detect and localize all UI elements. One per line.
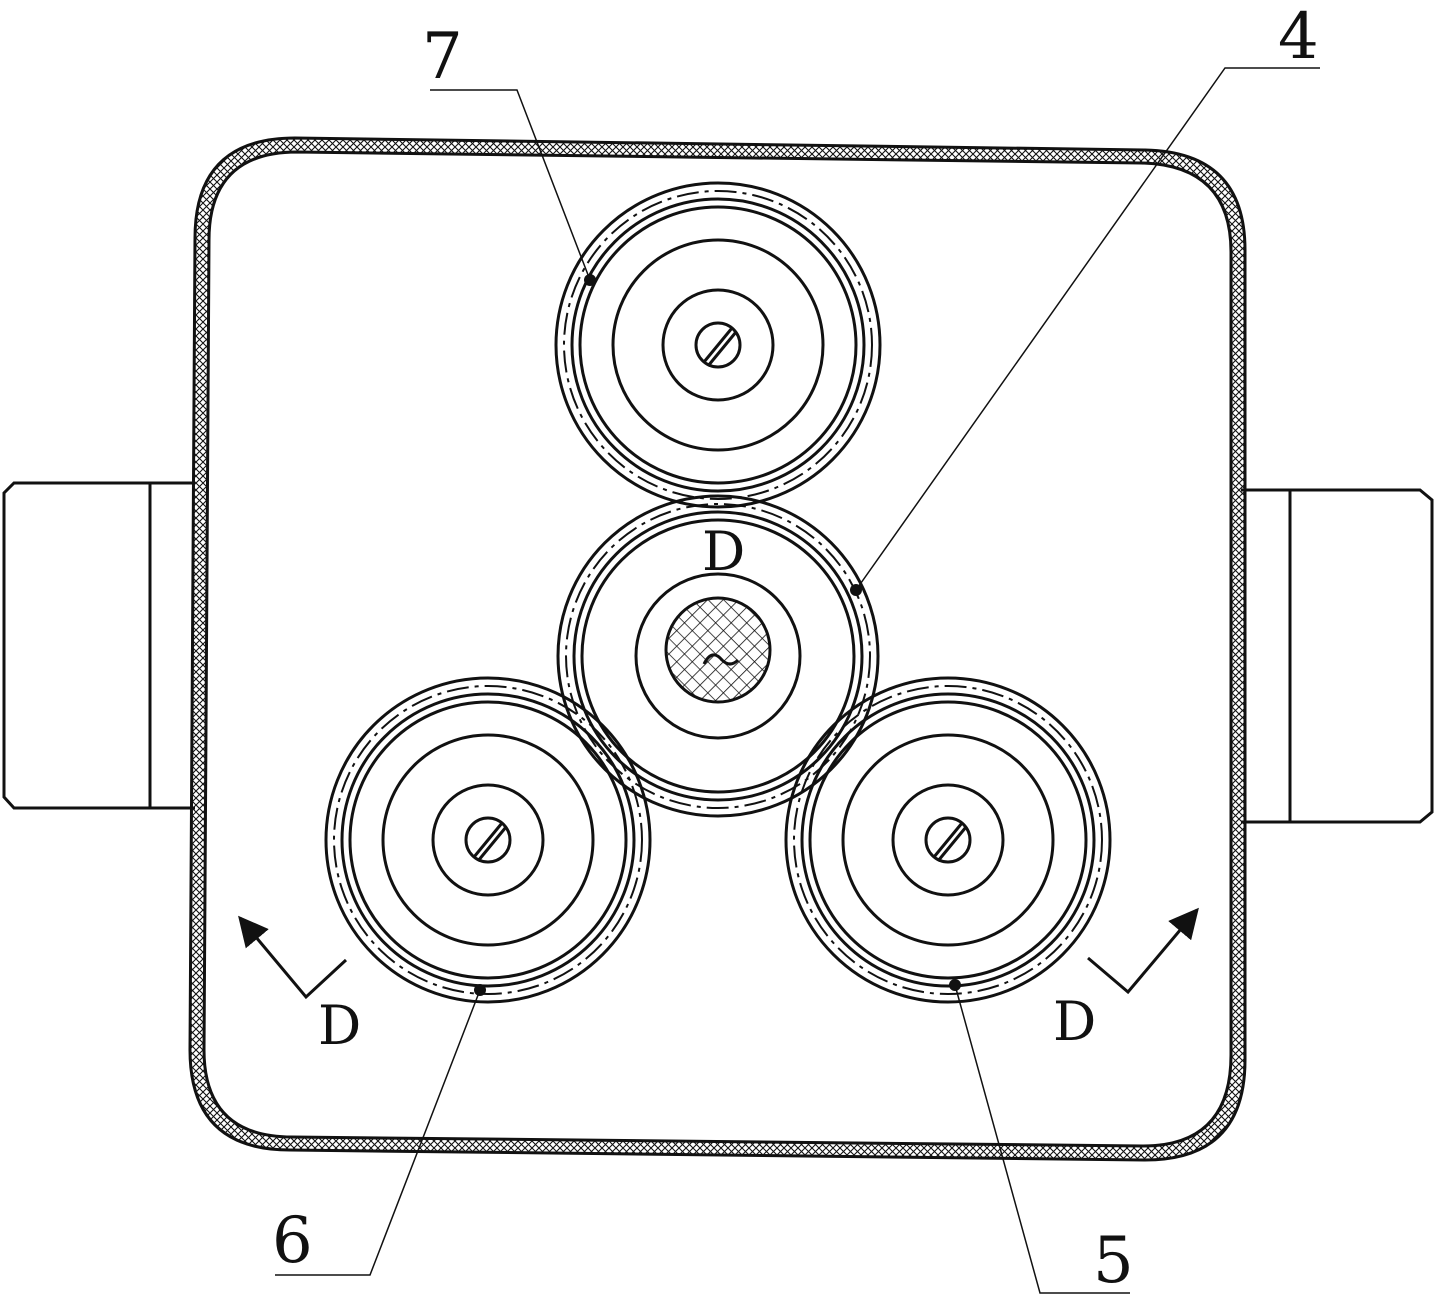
- leader-part-6: [275, 989, 481, 1276]
- section-arrows: [238, 907, 1199, 1000]
- leader-part-7: [430, 89, 591, 281]
- leader-part-5: [954, 984, 1130, 1294]
- left-connector: [2, 481, 195, 810]
- leader-lines: [275, 67, 1320, 1294]
- top-pulley: [554, 181, 882, 509]
- housing: [188, 136, 1247, 1162]
- left-screw-icon: [464, 816, 512, 864]
- central-pulley: [556, 494, 880, 818]
- top-screw-icon: [694, 321, 742, 369]
- section-arrow-right: [1087, 907, 1199, 995]
- bottom-right-pulley: [784, 676, 1112, 1004]
- section-arrow-left: [238, 915, 348, 1000]
- label-part-4: 4: [1278, 0, 1319, 74]
- leader-part-4: [855, 67, 1320, 591]
- central-hub-core: [664, 596, 772, 704]
- label-part-7: 7: [422, 20, 463, 94]
- right-screw-icon: [924, 816, 972, 864]
- section-label-right: D: [1053, 990, 1096, 1053]
- bottom-left-pulley: [324, 676, 652, 1004]
- leader-dots: [474, 274, 961, 996]
- section-label-left: D: [318, 994, 361, 1057]
- right-connector: [1241, 488, 1434, 824]
- section-label-top: D: [702, 520, 745, 583]
- label-part-5: 5: [1093, 1224, 1134, 1298]
- label-part-6: 6: [272, 1204, 313, 1278]
